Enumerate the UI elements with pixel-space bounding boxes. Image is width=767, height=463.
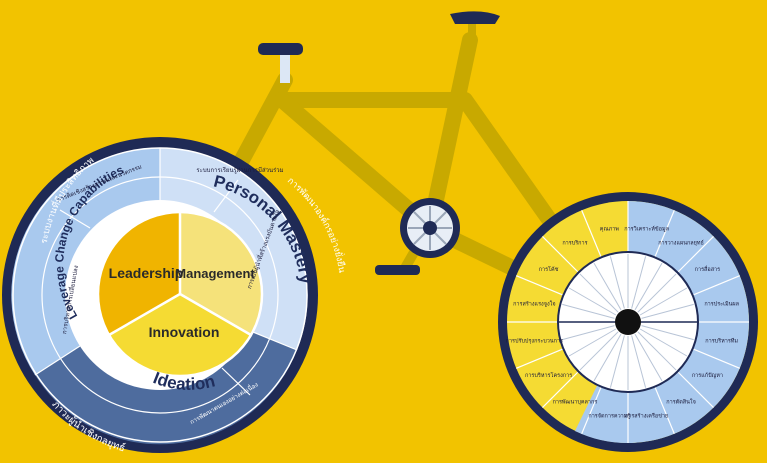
back-segment-label: การบริหารทีม (705, 338, 738, 345)
back-segment-label: การวางแผนกลยุทธ์ (658, 240, 704, 247)
crank (375, 198, 460, 275)
back-segment-label: การตัดสินใจ (666, 398, 696, 405)
back-segment-label: การวิเคราะห์ข้อมูล (624, 225, 669, 232)
front-wheel: Leadership Management Innovation Persona… (2, 137, 346, 454)
back-segment-label: การปรับปรุงกระบวนการ (506, 338, 563, 345)
back-segment-label: การสื่อสาร (695, 265, 720, 273)
back-segment-label: การสร้างแรงจูงใจ (513, 300, 555, 307)
back-segment-label: การบริหารโครงการ (525, 371, 572, 379)
innovation-label: Innovation (149, 324, 220, 340)
management-label: Management (175, 266, 255, 281)
back-segment-label: การพัฒนาบุคลากร (553, 398, 598, 405)
back-segment-label: การประเมินผล (704, 300, 739, 307)
seat (450, 11, 500, 44)
leadership-label: Leadership (109, 265, 184, 281)
back-segment-label: การโค้ช (539, 265, 559, 273)
back-axle (615, 309, 641, 335)
back-segment-label: คุณภาพ (600, 226, 619, 232)
back-segment-label: การแก้ปัญหา (692, 372, 723, 379)
back-segment-label: การจัดการความรู้ (588, 413, 630, 420)
back-segment-label: การสร้างเครือข่าย (625, 413, 668, 420)
back-wheel: การวิเคราะห์ข้อมูลการวางแผนกลยุทธ์การสื่… (498, 192, 758, 452)
back-segment-label: การบริการ (562, 240, 587, 247)
pedal (375, 265, 420, 275)
handlebar (258, 43, 303, 83)
ring-text-1: ระบบการเรียนรู้ผ่านการมีส่วนร่วม (196, 166, 283, 174)
